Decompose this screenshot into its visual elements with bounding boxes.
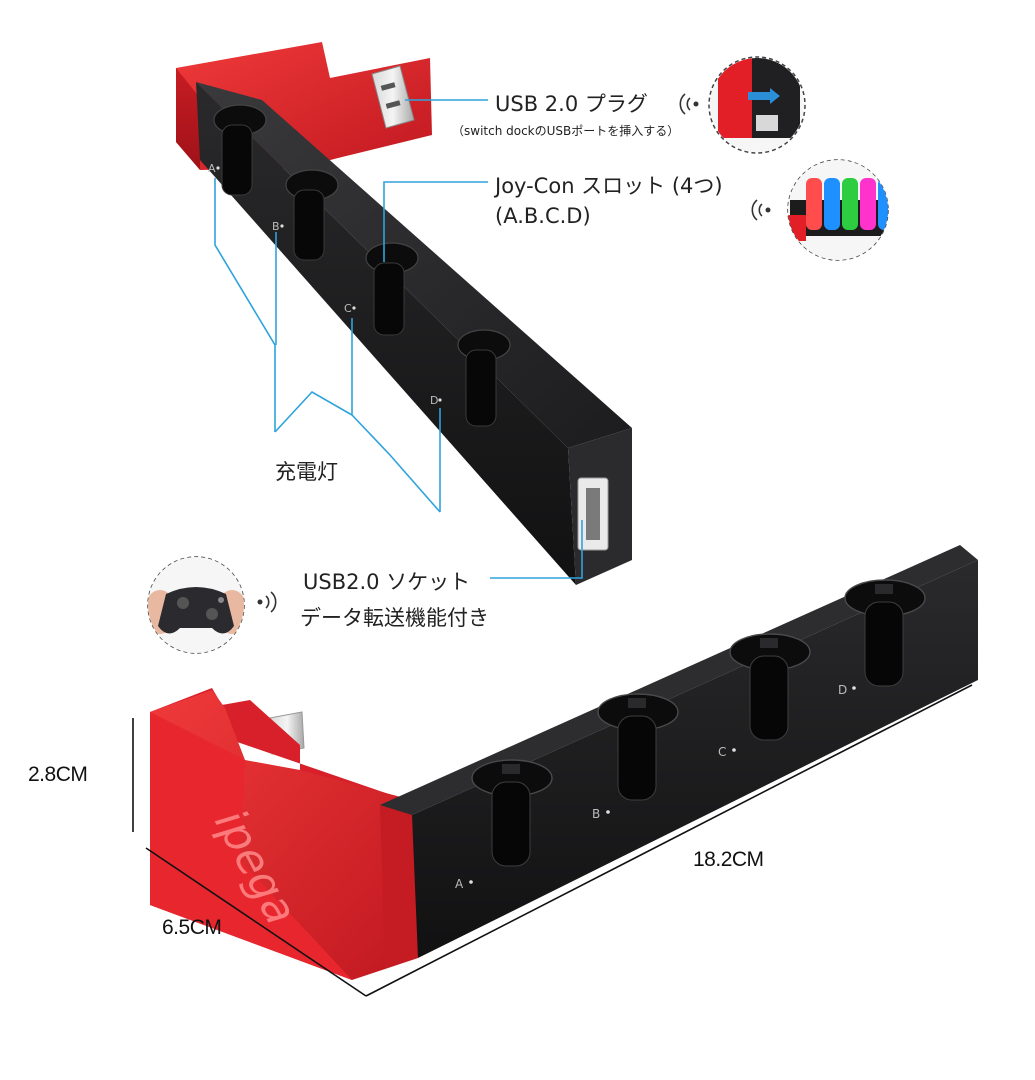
- usb-plug-label: USB 2.0 プラグ: [495, 92, 648, 116]
- dimension-length-label: 18.2CM: [693, 848, 764, 871]
- dimension-height-label: 2.8CM: [28, 763, 88, 786]
- top-usb-plug: [371, 65, 415, 129]
- bottom-slot-A: [471, 759, 553, 867]
- bottom-dock-slots: A B C D: [455, 579, 926, 891]
- bottom-slot-letter: B: [592, 807, 600, 821]
- bottom-slot-C: [729, 633, 811, 741]
- joycon-slots-label: Joy-Con スロット (4つ): [495, 174, 723, 198]
- bottom-slot-letter: A: [455, 877, 464, 891]
- usb-plug-sublabel: （switch dockのUSBポートを挿入する）: [452, 124, 680, 138]
- bottom-dock-red-face: [150, 712, 352, 980]
- top-slot-D: [457, 329, 511, 427]
- top-slot-letter: A: [208, 162, 216, 175]
- inset-joycon-closeup: [787, 159, 889, 261]
- top-slot-B: [285, 169, 339, 261]
- bottom-slot-letter: D: [838, 683, 847, 697]
- top-dock-red-front: [176, 68, 200, 170]
- top-slot-C: [365, 242, 419, 336]
- charge-light-label: 充電灯: [275, 460, 338, 484]
- bottom-dock: [150, 545, 978, 980]
- callout-line-joycon-slots: [383, 181, 488, 262]
- wireless-signal-icon: [257, 591, 277, 613]
- bottom-slot-D: [844, 579, 926, 687]
- callout-line-usb-socket: [490, 520, 583, 579]
- inset-usb-plug-closeup: [708, 56, 806, 154]
- top-slot-letter: C: [344, 302, 352, 315]
- bottom-dock-body-front: [380, 560, 978, 958]
- top-slot-letter: D: [430, 394, 438, 407]
- callout-lines: [214, 99, 583, 579]
- usb-socket-sublabel: データ転送機能付き: [300, 606, 489, 630]
- charge-light-indicator: [606, 810, 610, 814]
- usb-socket-label: USB2.0 ソケット: [303, 570, 471, 594]
- charge-light-indicator: [352, 306, 356, 310]
- dimension-lines: [132, 684, 973, 997]
- inset-controller-closeup: [147, 556, 245, 654]
- charge-light-indicator: [438, 398, 442, 402]
- charge-light-indicator: [852, 686, 856, 690]
- callout-line-charge-a: [214, 178, 276, 432]
- dimension-depth-label: 6.5CM: [162, 916, 222, 939]
- wireless-signal-icon: [751, 199, 771, 221]
- bottom-slot-B: [597, 693, 679, 801]
- top-slot-A: [213, 104, 267, 196]
- charge-light-indicator: [732, 748, 736, 752]
- charge-light-indicator: [280, 224, 284, 228]
- joycon-slots-sublabel: (A.B.C.D): [495, 204, 591, 228]
- wireless-signal-icon: [679, 93, 699, 115]
- bottom-dock-body-top: [380, 545, 978, 815]
- top-dock-slots: A B C D: [208, 104, 511, 427]
- dimension-line-length: [365, 684, 973, 997]
- bottom-slot-letter: C: [718, 745, 726, 759]
- top-slot-letter: B: [272, 220, 280, 233]
- charge-light-indicator: [469, 880, 473, 884]
- charge-light-indicator: [216, 166, 220, 170]
- dimension-line-depth: [145, 847, 367, 997]
